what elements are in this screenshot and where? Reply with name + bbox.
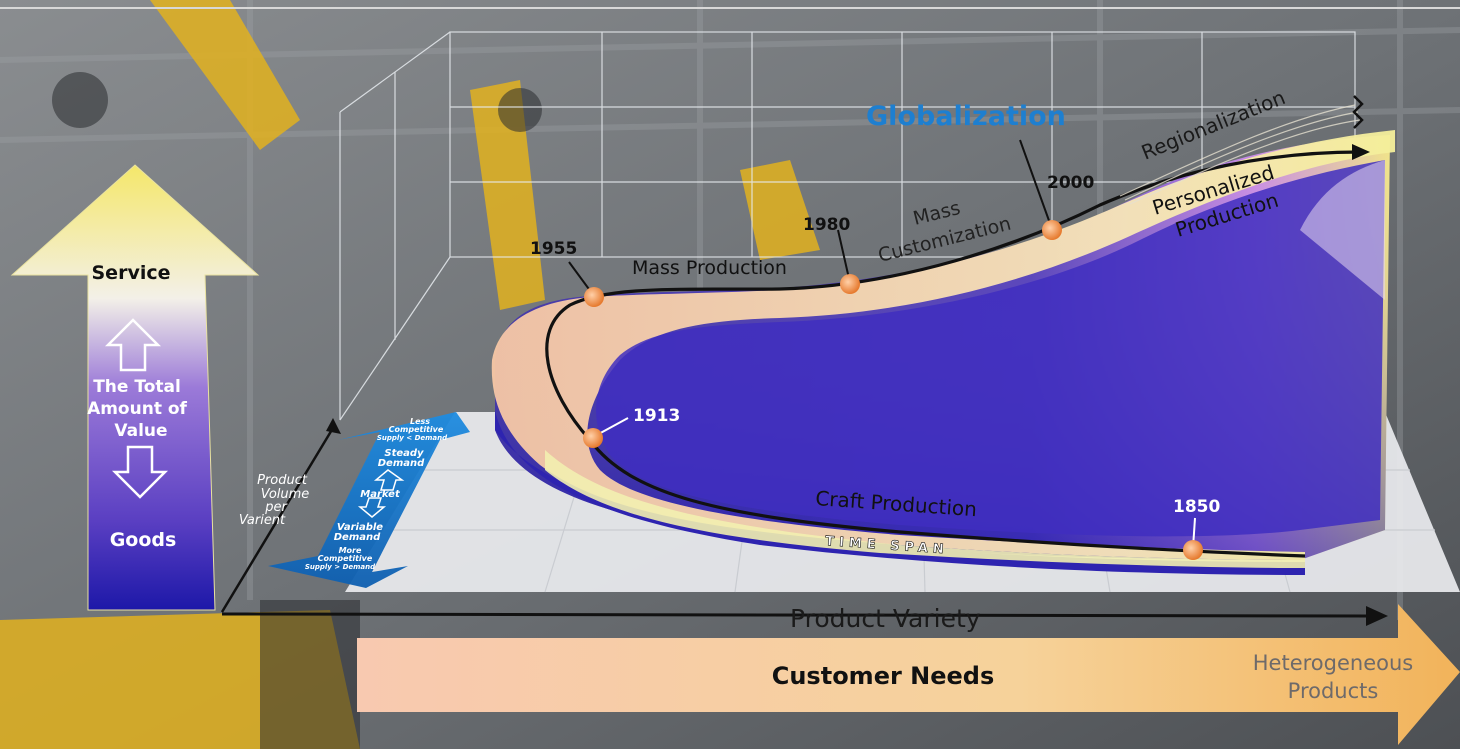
product-volume-line-2: Volume (261, 487, 310, 502)
market-arrow (268, 412, 470, 588)
customer-needs-label: Customer Needs (772, 662, 995, 690)
value-surface (491, 130, 1396, 575)
node-1955 (584, 287, 604, 307)
year-nodes (568, 139, 1203, 560)
arrow-up-icon (104, 318, 162, 372)
year-2000-label: 2000 (1047, 173, 1094, 193)
market-bottom-2: Competitive (318, 554, 373, 563)
timeline-path (545, 95, 1370, 558)
arrow-down-icon (111, 445, 169, 499)
market-down-icon (357, 497, 387, 518)
market-top-3: Supply < Demand (377, 434, 448, 442)
total-value-line-1: The Total (93, 377, 181, 397)
market-label: Market (360, 489, 401, 500)
total-value-arrow (10, 164, 260, 611)
heterogeneous-label-1: Heterogeneous (1253, 651, 1413, 675)
globalization-label: Globalization (866, 101, 1066, 132)
perspective-grid (339, 31, 1356, 421)
total-value-line-3: Value (114, 421, 167, 441)
market-up-icon (373, 469, 405, 491)
market-top-2: Competitive (389, 425, 444, 434)
goods-label: Goods (110, 529, 177, 551)
product-variety-axis (221, 606, 1388, 626)
total-value-line-2: Amount of (87, 399, 187, 419)
year-1955-label: 1955 (530, 239, 577, 259)
service-label: Service (92, 262, 171, 284)
year-1980-label: 1980 (803, 215, 850, 235)
market-variable-2: Demand (334, 532, 381, 543)
product-volume-axis (220, 418, 341, 613)
market-top-1: Less (410, 417, 430, 426)
product-variety-label: Product Variety (790, 604, 981, 633)
market-bottom-1: More (339, 546, 362, 555)
market-variable-1: Variable (337, 522, 383, 533)
node-2000 (1042, 220, 1062, 240)
market-steady-1: Steady (384, 448, 424, 459)
market-bottom-3: Supply > Demand (305, 563, 376, 571)
year-1913-label: 1913 (633, 406, 680, 426)
customer-needs-arrow (357, 604, 1460, 745)
node-1850 (1183, 540, 1203, 560)
product-volume-line-4: Varient (239, 513, 286, 528)
heterogeneous-label-2: Products (1288, 679, 1379, 703)
product-volume-line-3: per (264, 500, 288, 515)
node-1980 (840, 274, 860, 294)
product-volume-line-1: Product (257, 473, 308, 488)
year-1850-label: 1850 (1173, 497, 1220, 517)
mass-production-label: Mass Production (632, 257, 787, 279)
market-steady-2: Demand (378, 458, 425, 469)
node-1913 (583, 428, 603, 448)
